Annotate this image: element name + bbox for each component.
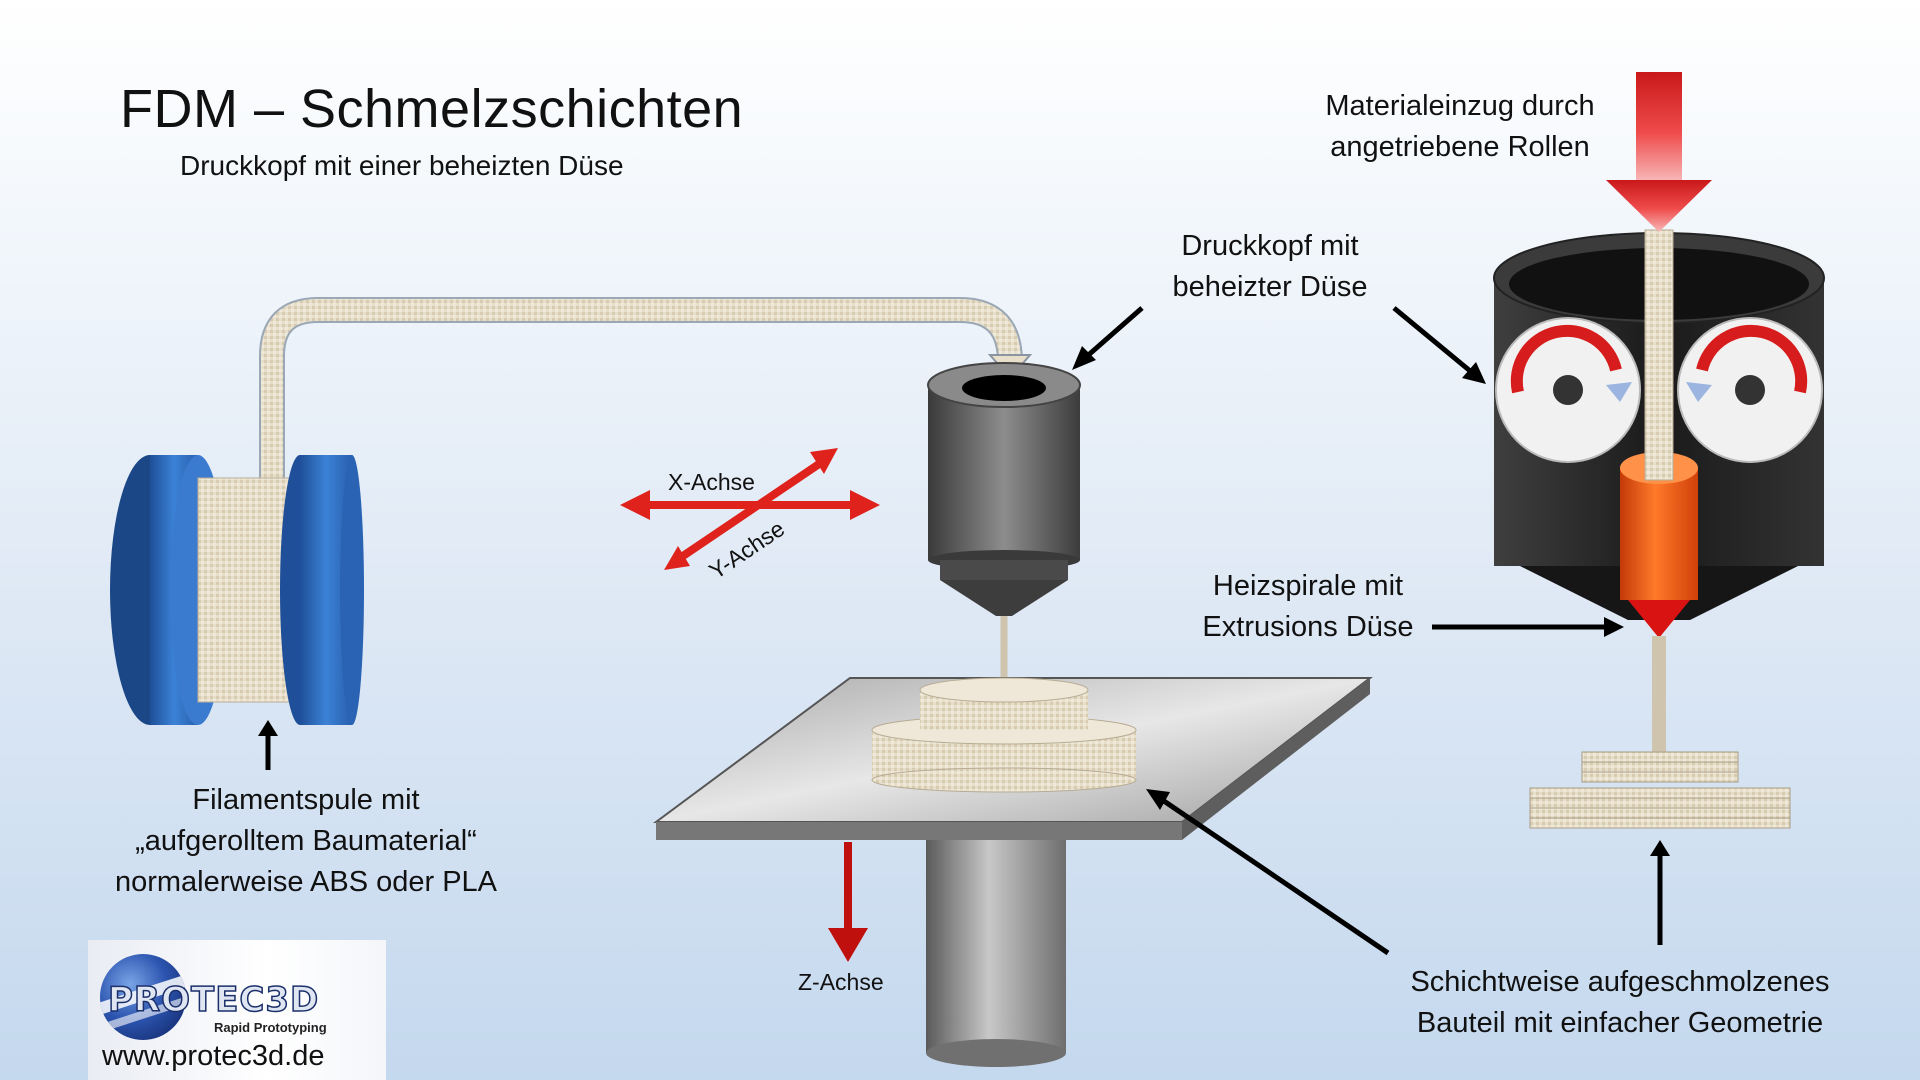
part-pointer-arrow [1156,794,1390,956]
printhead [927,362,1081,690]
logo-name: PROTEC3D [107,979,320,1021]
y-axis-label: Y-Achse [704,515,789,584]
globe-icon [100,954,186,1040]
printhead-line-1: Druckkopf mit [1181,230,1359,262]
material-feed-line-2: angetriebene Rollen [1330,131,1590,163]
part-label: Schichtweise aufgeschmolzenes Bauteil mi… [1380,962,1860,1044]
part-line-1: Schichtweise aufgeschmolzenes [1410,966,1830,998]
heater-label: Heizspirale mit Extrusions Düse [1188,566,1428,648]
material-feed-line-1: Materialeinzug durch [1325,90,1595,122]
material-feed-arrow [1606,72,1712,232]
part-line-2: Bauteil mit einfacher Geometrie [1416,1007,1824,1039]
x-axis-label: X-Achse [668,469,755,495]
spool-line-2: „aufgerolltem Baumaterial“ [135,825,477,857]
spool-line-1: Filamentspule mit [192,784,420,816]
spool-label: Filamentspule mit „aufgerolltem Baumater… [86,780,526,903]
layered-part [1529,751,1791,829]
material-feed-label: Materialeinzug durch angetriebene Rollen [1300,86,1620,168]
protec3d-logo: PROTEC3D Rapid Prototyping www.protec3d.… [88,940,386,1080]
filament-spool [110,455,364,725]
heater-line-2: Extrusions Düse [1202,611,1414,643]
cross-section-pointer-arrow [1392,306,1477,377]
z-axis-label: Z-Achse [798,969,884,995]
spool-line-3: normalerweise ABS oder PLA [114,866,498,898]
logo-url: www.protec3d.de [102,1040,325,1072]
xy-axis-arrows [620,448,880,570]
printhead-cross-section [1493,229,1825,758]
printhead-label: Druckkopf mit beheizter Düse [1150,226,1390,308]
page-title: FDM – Schmelzschichten [120,79,744,139]
logo-tagline: Rapid Prototyping [214,1020,327,1035]
printhead-line-2: beheizter Düse [1172,271,1368,303]
printhead-pointer-arrow [1083,306,1144,360]
heater-line-1: Heizspirale mit [1212,570,1404,602]
page-subtitle: Druckkopf mit einer beheizten Düse [180,150,624,181]
printed-part [871,677,1137,793]
filament-tube [259,297,1033,490]
